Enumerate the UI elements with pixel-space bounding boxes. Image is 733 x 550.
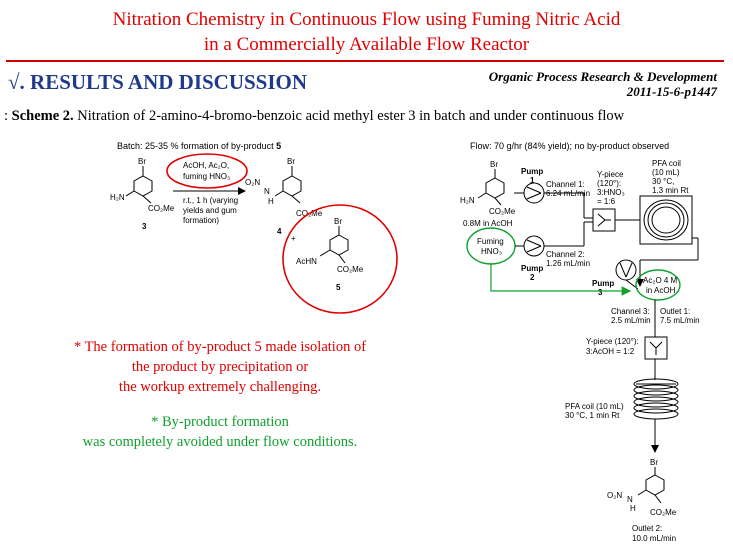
ypiece2-line-2: 3:AcOH = 1:2 <box>586 347 635 356</box>
outlet2-rate: 10.0 mL/min <box>632 534 676 543</box>
ypiece1-icon <box>592 208 616 232</box>
journal-ref: 2011-15-6-p1447 <box>626 84 717 99</box>
outlet1-label: Outlet 1: <box>660 307 690 316</box>
c5-br: Br <box>334 217 342 226</box>
pump3-num: 3 <box>598 288 603 297</box>
product-no2: O₂N <box>607 491 622 500</box>
sm-conc: 0.8M in AcOH <box>463 219 513 228</box>
compound-4: Br O₂N N H CO₂Me 4 <box>245 157 323 236</box>
flow-header: Flow: 70 g/hr (84% yield); no by-product… <box>470 141 669 151</box>
flow-starting-material: Br H₂N CO₂Me 0.8M in AcOH <box>460 160 516 228</box>
c5-ester: CO₂Me <box>337 265 364 274</box>
pump2-num: 2 <box>530 273 535 282</box>
coil2-line-1: PFA coil (10 mL) <box>565 402 624 411</box>
note-green-line-1: * By-product formation <box>151 414 289 430</box>
ypiece1-line-1: Y-piece <box>597 170 624 179</box>
pump3-label: Pump <box>592 279 614 288</box>
product-br: Br <box>650 458 658 467</box>
batch-cond-1: r.t., 1 h (varying <box>183 196 238 205</box>
batch-cond-2: yields and gum <box>183 206 237 215</box>
flow-product: Br O₂N N H CO₂Me <box>607 458 677 517</box>
channel2-label: Channel 2: <box>546 250 585 259</box>
coil1-line-4: 1.3 min Rt <box>652 186 689 195</box>
sm-br: Br <box>490 160 498 169</box>
pump1-label: Pump <box>521 167 543 176</box>
c3-ester: CO₂Me <box>148 204 175 213</box>
scheme-caption: : Scheme 2. Nitration of 2-amino-4-bromo… <box>4 108 624 125</box>
product-ester: CO₂Me <box>650 508 677 517</box>
scheme-caption-text: Nitration of 2-amino-4-bromo-benzoic aci… <box>77 108 625 124</box>
ypiece2-line-1: Y-piece (120°): <box>586 337 639 346</box>
ypiece1-line-4: = 1:6 <box>597 197 616 206</box>
green-flow-path <box>490 264 632 296</box>
byproduct-highlight <box>282 204 398 314</box>
note-red-line-2: the product by precipitation or <box>131 359 309 375</box>
compound-5: Br AcHN CO₂Me 5 + <box>291 217 364 292</box>
title-divider <box>6 60 724 62</box>
c5-achn: AcHN <box>296 257 317 266</box>
journal-citation: Organic Process Research & Development 2… <box>489 69 717 99</box>
c4-h: H <box>268 197 274 206</box>
outlet1-rate: 7.5 mL/min <box>660 316 700 325</box>
c3-br: Br <box>138 157 146 166</box>
fuming-line-1: Fuming <box>477 237 504 246</box>
pump2-label: Pump <box>521 264 543 273</box>
c3-number: 3 <box>142 222 147 231</box>
note-flow-avoided: * By-product formation was completely av… <box>30 412 410 452</box>
note-byproduct: * The formation of by-product 5 made iso… <box>30 337 410 397</box>
c4-n: N <box>264 187 270 196</box>
section-heading-text: RESULTS AND DISCUSSION <box>30 70 308 94</box>
ypiece1-line-2: (120°): <box>597 179 621 188</box>
coil1-line-1: PFA coil <box>652 159 681 168</box>
pump1-num: 1 <box>530 176 535 185</box>
check-mark: √. <box>8 70 25 94</box>
note-red-line-3: the workup extremely challenging. <box>118 379 322 395</box>
fuming-line-2: HNO₃ <box>481 247 502 256</box>
product-h: H <box>630 504 636 513</box>
compound-3: Br H₂N CO₂Me 3 <box>110 157 175 231</box>
title-line-2: in a Commercially Available Flow Reactor <box>203 34 530 55</box>
c4-no2: O₂N <box>245 178 260 187</box>
c3-nh2: H₂N <box>110 193 125 202</box>
ac2o-line-1: Ac₂O 4 M <box>643 276 678 285</box>
reagent-highlight <box>166 153 248 189</box>
sm-ester: CO₂Me <box>489 207 516 216</box>
coil2-icon <box>633 378 679 420</box>
coil1-line-2: (10 mL) <box>652 168 680 177</box>
channel3-label: Channel 3: <box>611 307 650 316</box>
outlet2-label: Outlet 2: <box>632 524 662 533</box>
scheme-prefix: : <box>4 108 9 124</box>
coil1-line-3: 30 °C, <box>652 177 674 186</box>
channel3-rate: 2.5 mL/min <box>611 316 651 325</box>
c5-number: 5 <box>336 283 341 292</box>
batch-reagent-2: fuming HNO₃ <box>183 172 230 181</box>
fuming-hno3-highlight <box>466 227 516 265</box>
journal-name: Organic Process Research & Development <box>488 69 717 84</box>
batch-cond-3: formation) <box>183 216 219 225</box>
product-n: N <box>627 495 633 504</box>
coil2-line-2: 30 °C, 1 min Rt <box>565 411 620 420</box>
scheme-label: Scheme 2. <box>11 108 74 124</box>
note-red-line-1: * The formation of by-product 5 made iso… <box>73 339 367 355</box>
c5-plus: + <box>291 234 296 243</box>
coil1-icon <box>639 195 693 245</box>
channel2-rate: 1.26 mL/min <box>546 259 590 268</box>
c4-br: Br <box>287 157 295 166</box>
section-heading: √. RESULTS AND DISCUSSION <box>8 70 307 95</box>
sm-nh2: H₂N <box>460 196 475 205</box>
note-green-line-2: was completely avoided under flow condit… <box>82 434 358 450</box>
channel1-label: Channel 1: <box>546 180 585 189</box>
batch-reagent-1: AcOH, Ac₂O, <box>183 161 229 170</box>
ac2o-line-2: in AcOH <box>646 286 676 295</box>
title-line-1: Nitration Chemistry in Continuous Flow u… <box>112 9 621 30</box>
batch-header: Batch: 25-35 % formation of by-product 5 <box>117 141 281 151</box>
c4-number: 4 <box>277 227 282 236</box>
ac2o-highlight <box>635 269 681 301</box>
ypiece1-line-3: 3:HNO₃ <box>597 188 625 197</box>
